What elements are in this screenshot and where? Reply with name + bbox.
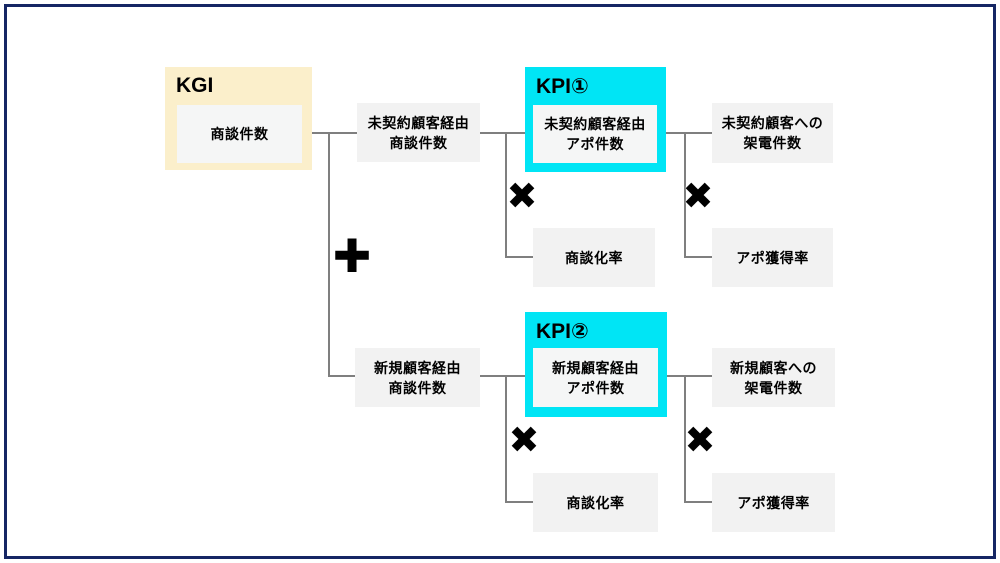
meeting-conversion-rate-box-top: 商談化率 — [533, 228, 655, 287]
kgi-metric-text: 商談件数 — [210, 126, 269, 142]
connector-line — [684, 501, 712, 503]
connector-line — [505, 256, 533, 258]
connector-line — [328, 132, 330, 377]
multiply-operator-icon: ✖ — [684, 419, 716, 461]
box-text: 架電件数 — [744, 379, 803, 396]
box-text: アポ獲得率 — [737, 494, 810, 511]
appointments-via-uncontracted-box: 未契約顧客経由 アポ件数 — [533, 105, 657, 163]
box-text: 商談件数 — [388, 379, 447, 396]
connector-line — [665, 132, 712, 134]
connector-line — [684, 375, 686, 503]
connector-line — [480, 132, 525, 134]
connector-line — [505, 375, 507, 503]
appointment-rate-box-bottom: アポ獲得率 — [712, 473, 835, 532]
kpi1-label: KPI① — [536, 75, 589, 98]
box-text: 未契約顧客経由 — [544, 116, 646, 132]
box-text: 未契約顧客経由 — [367, 114, 470, 131]
box-text: 新規顧客経由 — [552, 359, 639, 376]
appointment-rate-box-top: アポ獲得率 — [712, 228, 833, 287]
box-text: 商談件数 — [389, 134, 448, 151]
box-text: アポ獲得率 — [736, 249, 809, 266]
connector-line — [684, 132, 686, 258]
kgi-metric-box: 商談件数 — [177, 105, 302, 163]
connector-line — [505, 501, 533, 503]
connector-line — [505, 132, 507, 258]
box-text: 商談化率 — [565, 249, 623, 266]
multiply-operator-icon: ✖ — [682, 175, 714, 217]
box-text: 未契約顧客への — [721, 115, 824, 131]
box-text: アポ件数 — [566, 136, 624, 152]
connector-line — [480, 375, 525, 377]
connector-line — [667, 375, 712, 377]
meeting-conversion-rate-box-bottom: 商談化率 — [533, 473, 658, 532]
appointments-via-new-box: 新規顧客経由 アポ件数 — [533, 348, 658, 407]
calls-to-uncontracted-box: 未契約顧客への 架電件数 — [712, 103, 833, 163]
plus-operator-icon: ✚ — [332, 230, 372, 282]
box-text: 架電件数 — [743, 135, 802, 151]
box-text: 新規顧客経由 — [374, 359, 461, 376]
box-text: 商談化率 — [566, 494, 625, 511]
connector-line — [328, 375, 355, 377]
meetings-via-uncontracted-box: 未契約顧客経由 商談件数 — [357, 103, 480, 162]
multiply-operator-icon: ✖ — [506, 175, 538, 217]
calls-to-new-box: 新規顧客への 架電件数 — [712, 348, 835, 407]
box-text: 新規顧客への — [730, 359, 817, 376]
kpi2-label: KPI② — [536, 320, 589, 343]
meetings-via-new-box: 新規顧客経由 商談件数 — [355, 348, 480, 407]
multiply-operator-icon: ✖ — [508, 419, 540, 461]
box-text: アポ件数 — [566, 379, 625, 396]
connector-line — [684, 256, 712, 258]
kgi-label: KGI — [176, 74, 214, 97]
